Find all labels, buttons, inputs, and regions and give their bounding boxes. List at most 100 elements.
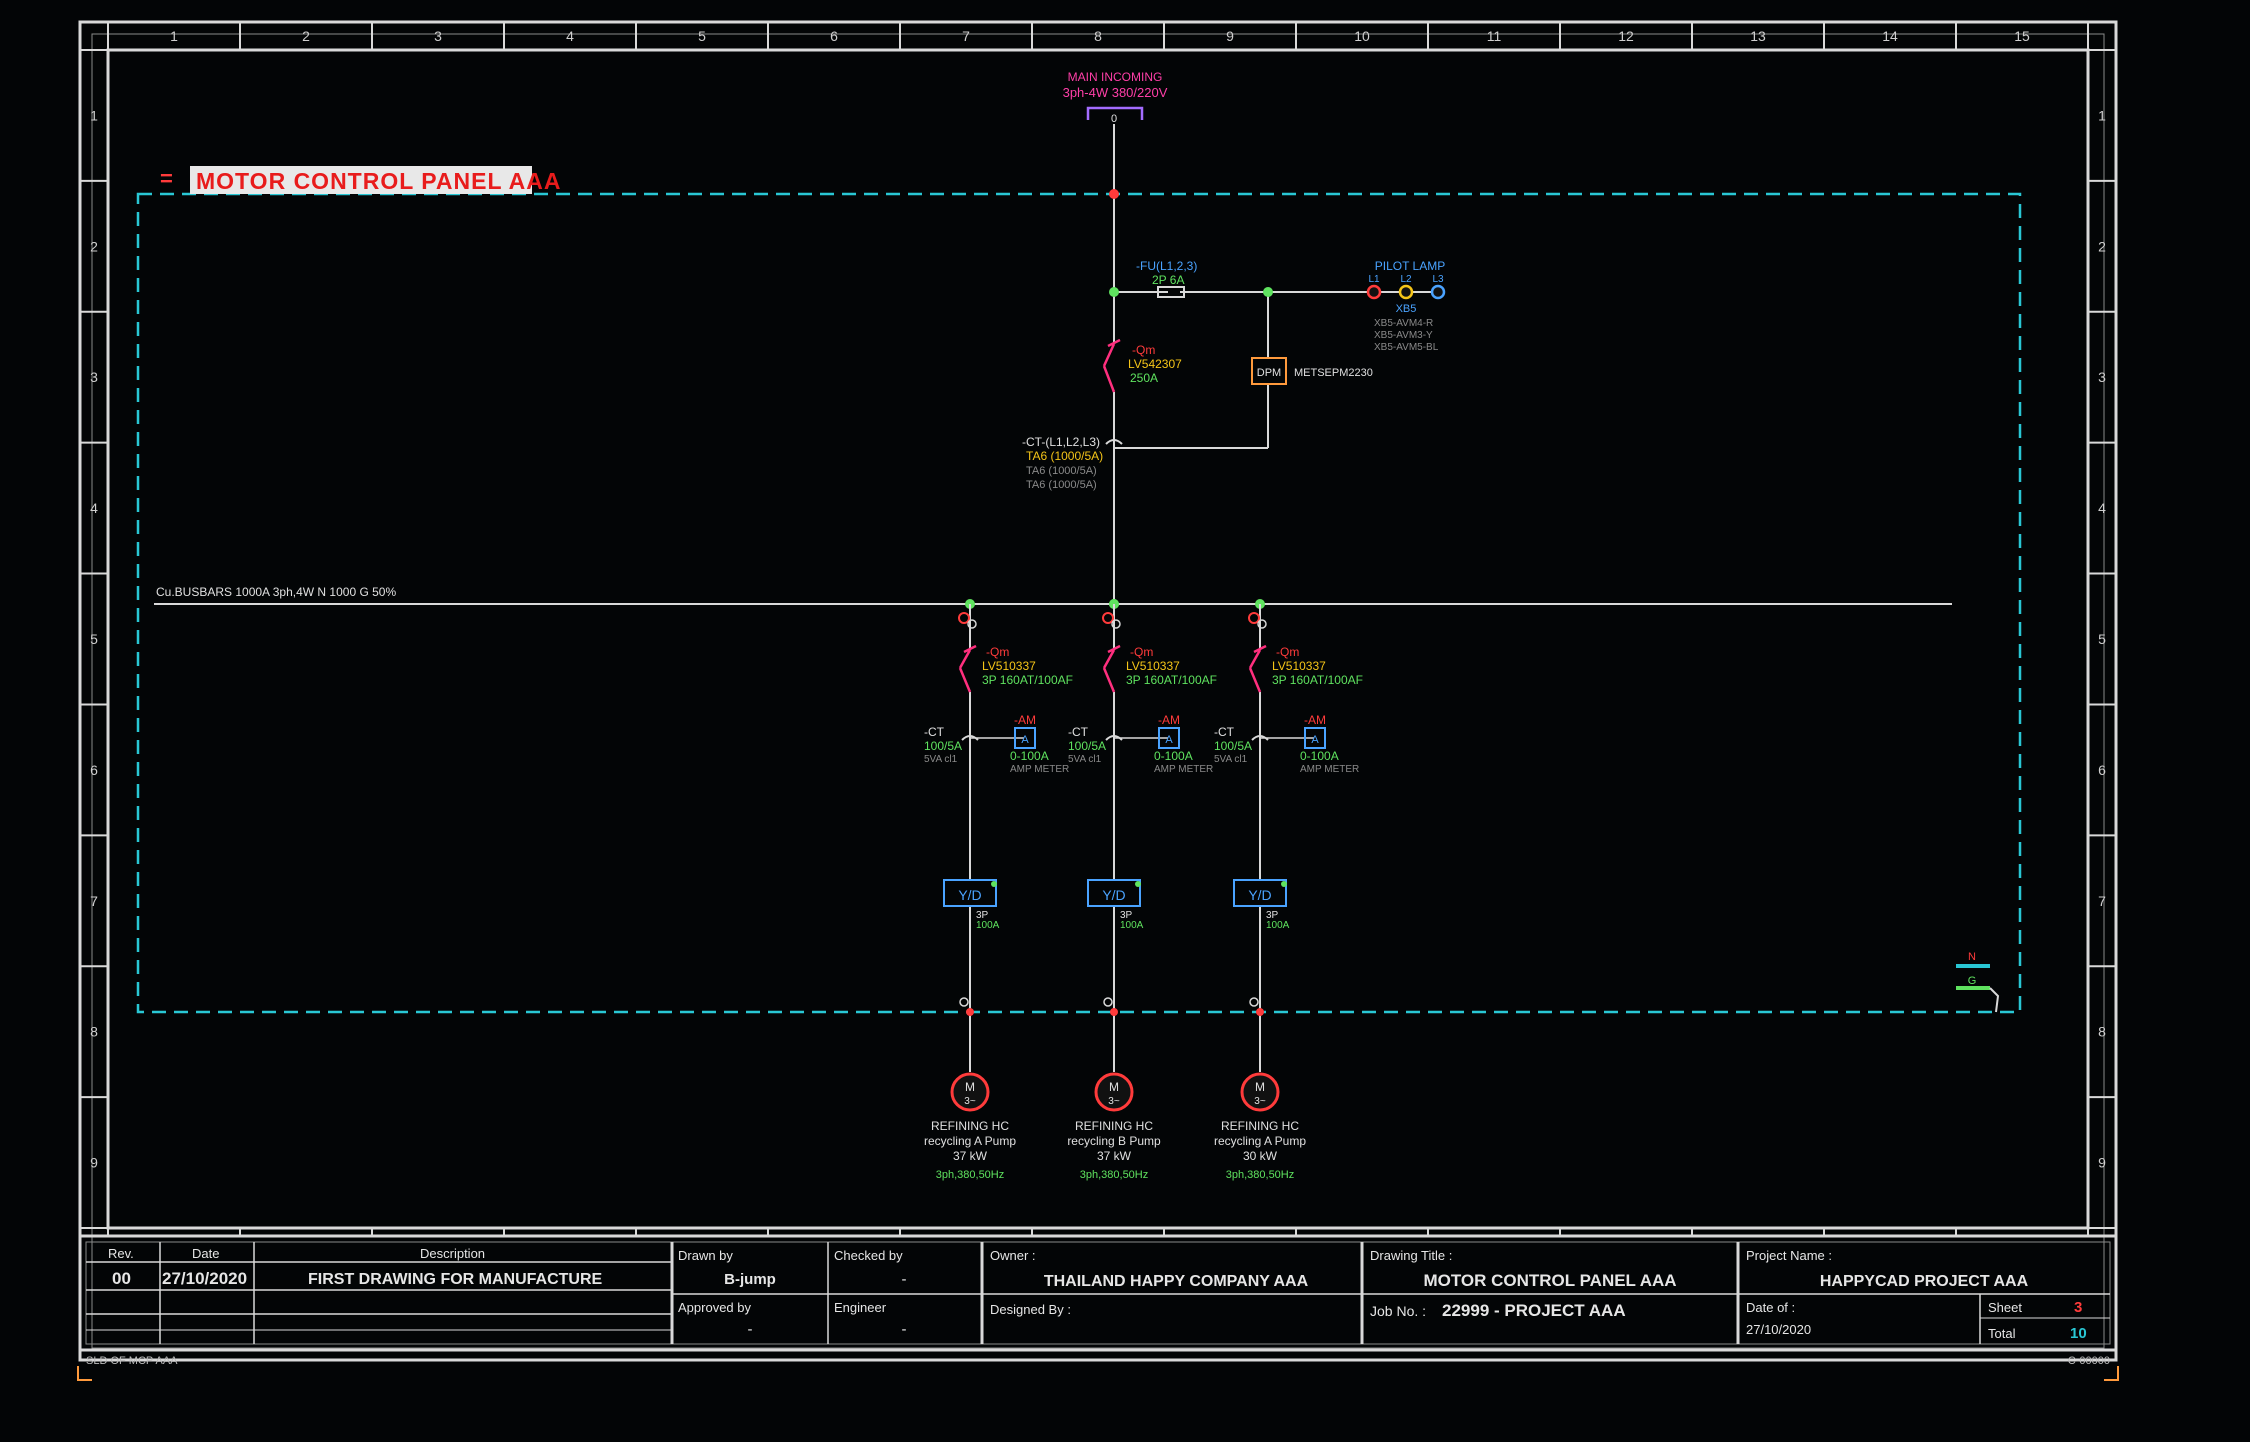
drawing-title-label: Drawing Title : [1370,1248,1452,1263]
sheet-value: 3 [2074,1299,2082,1316]
panel-boundary[interactable] [136,192,2022,1014]
motor-sub-label: 3~ [1254,1096,1266,1107]
frame-column-label: 11 [1487,28,1502,44]
pilot-lamp-yellow-icon [1398,284,1414,300]
feeder-starter-note: 3P [1120,910,1133,921]
power-meter[interactable]: DPM METSEPM2230 [1251,357,1373,385]
meter-box [1251,357,1287,385]
title-block[interactable] [78,1234,2118,1352]
feeder-ammeter-range: 0-100A [1010,749,1049,763]
motor-label: M [1109,1080,1119,1094]
checked-value: - [902,1271,907,1288]
terminal-icon [1256,1008,1264,1016]
pilot-lamp-blue-icon [1430,284,1446,300]
feeder-ct-tag: -CT [1214,725,1235,739]
motor-name: REFINING HC [1221,1119,1299,1133]
rev-value: 00 [112,1269,131,1288]
main-ct[interactable]: -CT-(L1,L2,L3) TA6 (1000/5A) TA6 (1000/5… [1022,435,1123,491]
breaker-switch-icon [1102,365,1116,393]
pilot-lamp-note: XB5-AVM5-BL [1374,342,1439,353]
pilot-lamp-model: XB5 [1396,303,1417,315]
feeder-ct-tag: -CT [1068,725,1089,739]
terminal-icon [1248,612,1260,624]
date-of-label: Date of : [1746,1300,1795,1315]
main-breaker[interactable]: -Qm LV542307 250A [1102,338,1182,393]
panel-title-group: = MOTOR CONTROL PANEL AAA [160,166,560,194]
terminal-icon [958,612,970,624]
panel-title-highlight [190,166,532,194]
terminal-icon [1111,619,1121,629]
title-block-text: Rev. Date Description 00 27/10/2020 FIRS… [86,1246,2110,1367]
control-fuse[interactable]: -FU(L1,2,3) 2P 6A [1136,259,1197,298]
main-incoming[interactable]: MAIN INCOMING 3ph-4W 380/220V 0 [1063,70,1168,125]
date-header: Date [192,1246,219,1261]
feeder-starter-note: 3P [1266,910,1279,921]
ground-bottom-label: G [1968,975,1977,987]
feeder-breaker-tag: -Qm [1276,645,1299,659]
job-value: 22999 - PROJECT AAA [1442,1301,1626,1320]
motor-sub-label: 3~ [964,1096,976,1107]
frame-row-label: 6 [2098,762,2106,778]
ammeter-symbol: A [1165,734,1173,746]
frame-row-label: 5 [90,631,98,647]
fuse-tag: -FU(L1,2,3) [1136,259,1197,273]
footer-right: C-00000 [2068,1355,2110,1367]
breaker-switch-icon [1248,649,1262,669]
motor-label: M [965,1080,975,1094]
feeder-breaker-tag: -Qm [986,645,1009,659]
pilot-lamp-note: XB5-AVM4-R [1374,318,1433,329]
ct-symbol [1105,735,1123,741]
main-junctions [1109,189,1273,609]
feeder-ct-rating: 100/5A [1068,739,1106,753]
pilot-lamp-phase-l2: L2 [1400,274,1412,285]
frame-row-label: 6 [90,762,98,778]
terminal-icon [1110,1008,1118,1016]
feeder-starter: Y/D [1102,887,1125,903]
busbar[interactable]: Cu.BUSBARS 1000A 3ph,4W N 1000 G 50% [154,585,1952,605]
ammeter-symbol: A [1021,734,1029,746]
feeder-starter-note: 100A [1266,920,1290,931]
junction-dot [1109,189,1119,199]
terminal-icon [1102,612,1114,624]
breaker-switch-icon [958,649,972,669]
engineer-label: Engineer [834,1300,887,1315]
frame-column-label: 14 [1882,28,1898,44]
desc-header: Description [420,1246,485,1261]
frame-row-label: 1 [90,107,98,123]
junction-dot [1109,287,1119,297]
feeder-breaker-rating: 3P 160AT/100AF [982,673,1073,687]
main-breaker-rating: 250A [1130,371,1158,385]
frame-column-label: 9 [1226,28,1234,44]
frame-column-label: 13 [1750,28,1766,44]
motor-description: recycling A Pump [924,1134,1016,1148]
feeder-ammeter-type: AMP METER [1154,764,1213,775]
pilot-lamp-phase-l1: L1 [1368,274,1380,285]
ground-lead-icon [1989,987,2000,1013]
incoming-spec: 3ph-4W 380/220V [1063,85,1168,100]
feeder-ammeter-tag: -AM [1014,713,1036,727]
drawing-title-value: MOTOR CONTROL PANEL AAA [1423,1271,1676,1290]
pilot-lamp-phase-l3: L3 [1432,274,1444,285]
ground-symbol[interactable]: N G [1956,951,2000,1013]
motor-icon [950,1072,990,1112]
pilot-lamp-group[interactable]: PILOT LAMP L1 L2 L3 XB5 XB5-AVM4-R XB5-A… [1366,259,1446,353]
ammeter-symbol: A [1311,734,1319,746]
ct-symbol [1251,735,1269,741]
motor-icon [1240,1072,1280,1112]
main-breaker-model: LV542307 [1128,357,1182,371]
frame-row-label: 7 [90,893,98,909]
sheet-label: Sheet [1988,1300,2022,1315]
approved-value: - [748,1321,753,1338]
frame-row-label: 4 [2098,500,2106,516]
pilot-lamp-note: XB5-AVM3-Y [1374,330,1433,341]
designed-label: Designed By : [990,1302,1071,1317]
terminal-icon [966,1008,974,1016]
frame-row-label: 9 [2098,1155,2106,1171]
terminal-icon [967,619,977,629]
